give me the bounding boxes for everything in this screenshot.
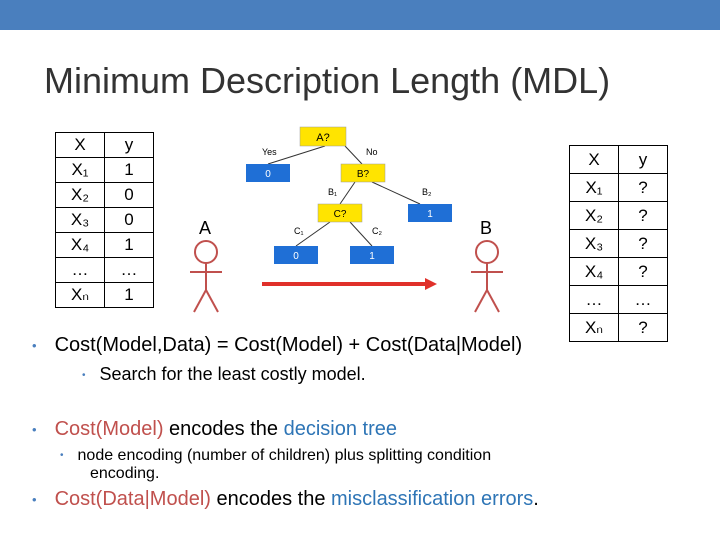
slide-title: Minimum Description Length (MDL) xyxy=(44,60,611,101)
person-a-figure xyxy=(190,240,222,313)
table-cell: 0 xyxy=(104,207,154,233)
bullet-highlight: decision tree xyxy=(283,418,397,440)
table-cell: X₃ xyxy=(55,207,105,233)
tree-leaf-c2: 1 xyxy=(350,246,394,264)
tree-node-c-label: C? xyxy=(334,209,347,220)
bullet-highlight: misclassification errors xyxy=(331,488,534,510)
transmission-arrow xyxy=(262,278,437,290)
person-b-figure xyxy=(471,240,503,313)
top-accent-bar xyxy=(0,0,720,30)
person-b-label: B xyxy=(480,218,493,238)
bullet-icon: • xyxy=(32,338,37,354)
bullet-text: . xyxy=(533,488,539,510)
tree-leaf-b2-label: 1 xyxy=(427,209,433,220)
table-cell: Xₙ xyxy=(569,313,619,342)
tree-edge-c1-label: C₁ xyxy=(294,226,304,236)
table-cell: ? xyxy=(618,201,668,230)
table-row: X₁? xyxy=(569,173,668,202)
diagram-canvas: A? Yes No 0 B? B₁ B₂ C? 1 C₁ C₂ 0 1 xyxy=(190,126,503,313)
sub-bullet-node-encoding-cont: encoding. xyxy=(90,465,160,482)
tree-leaf-b2: 1 xyxy=(408,204,452,222)
bullet-text: encodes the xyxy=(210,488,332,510)
bullet-cost-data-given-model: • Cost(Data|Model) encodes the misclassif… xyxy=(32,488,539,511)
tree-node-root-label: A? xyxy=(316,132,329,144)
person-a-label: A xyxy=(199,218,212,238)
table-header-cell: X xyxy=(569,145,619,174)
sub-bullet-node-encoding: • node encoding (number of children) plus… xyxy=(60,447,491,465)
table-cell: ? xyxy=(618,173,668,202)
table-header-row: X y xyxy=(55,132,154,158)
table-cell: … xyxy=(569,285,619,314)
table-cell: ? xyxy=(618,229,668,258)
bullet-icon: • xyxy=(60,450,64,462)
table-header-cell: X xyxy=(55,132,105,158)
tree-leaf-c2-label: 1 xyxy=(369,251,375,262)
tree-edge-b1-label: B₁ xyxy=(328,187,337,197)
table-cell: 1 xyxy=(104,157,154,183)
table-header-cell: y xyxy=(104,132,154,158)
table-row: X₂? xyxy=(569,201,668,230)
table-row: …… xyxy=(569,285,668,314)
bullet-icon: • xyxy=(32,422,37,438)
table-cell: X₂ xyxy=(569,201,619,230)
bullet-text: encodes the xyxy=(163,418,284,440)
bullet-cost-model-data: • Cost(Model,Data) = Cost(Model) + Cost(D… xyxy=(32,334,522,357)
tree-leaf-c1-label: 0 xyxy=(293,251,299,262)
table-cell: X₂ xyxy=(55,182,105,208)
sub-bullet-search: • Search for the least costly model. xyxy=(82,364,366,385)
bullet-text: Search for the least costly model. xyxy=(99,364,366,384)
tree-leaf-yes: 0 xyxy=(246,164,290,182)
tree-edge-yes-label: Yes xyxy=(262,147,277,157)
bullet-highlight: Cost(Model) xyxy=(54,418,164,440)
tree-edge-c2-label: C₂ xyxy=(372,226,382,236)
table-cell: X₁ xyxy=(55,157,105,183)
tree-edge-b2-label: B₂ xyxy=(422,187,432,197)
table-cell: Xₙ xyxy=(55,282,105,308)
tree-node-c: C? xyxy=(317,203,363,223)
tree-node-b-label: B? xyxy=(357,169,370,180)
table-cell: 1 xyxy=(104,282,154,308)
right-data-table: X y X₁? X₂? X₃? X₄? …… Xₙ? xyxy=(569,145,668,342)
bullet-text: Cost(Model,Data) = Cost(Model) + Cost(Da… xyxy=(54,334,523,356)
table-cell: … xyxy=(55,257,105,283)
tree-edges xyxy=(267,145,421,247)
table-cell: ? xyxy=(618,257,668,286)
tree-node-b: B? xyxy=(340,163,386,183)
tree-edge-no-label: No xyxy=(366,147,378,157)
bullet-cost-model: • Cost(Model) encodes the decision tree xyxy=(32,418,397,441)
table-header-row: X y xyxy=(569,145,668,174)
bullet-highlight: Cost(Data|Model) xyxy=(54,488,211,510)
table-row: Xₙ? xyxy=(569,313,668,342)
tree-leaf-c1: 0 xyxy=(274,246,318,264)
table-cell: 0 xyxy=(104,182,154,208)
table-header-cell: y xyxy=(618,145,668,174)
table-cell: … xyxy=(618,285,668,314)
tree-leaf-yes-label: 0 xyxy=(265,169,271,180)
tree-node-root: A? xyxy=(299,126,347,147)
bullet-text: node encoding (number of children) plus … xyxy=(77,447,492,464)
bullet-icon: • xyxy=(82,369,86,381)
table-row: …… xyxy=(55,257,154,283)
bullet-icon: • xyxy=(32,492,37,508)
table-cell: ? xyxy=(618,313,668,342)
table-row: X₃? xyxy=(569,229,668,258)
table-cell: 1 xyxy=(104,232,154,258)
table-row: X₄? xyxy=(569,257,668,286)
table-cell: X₁ xyxy=(569,173,619,202)
